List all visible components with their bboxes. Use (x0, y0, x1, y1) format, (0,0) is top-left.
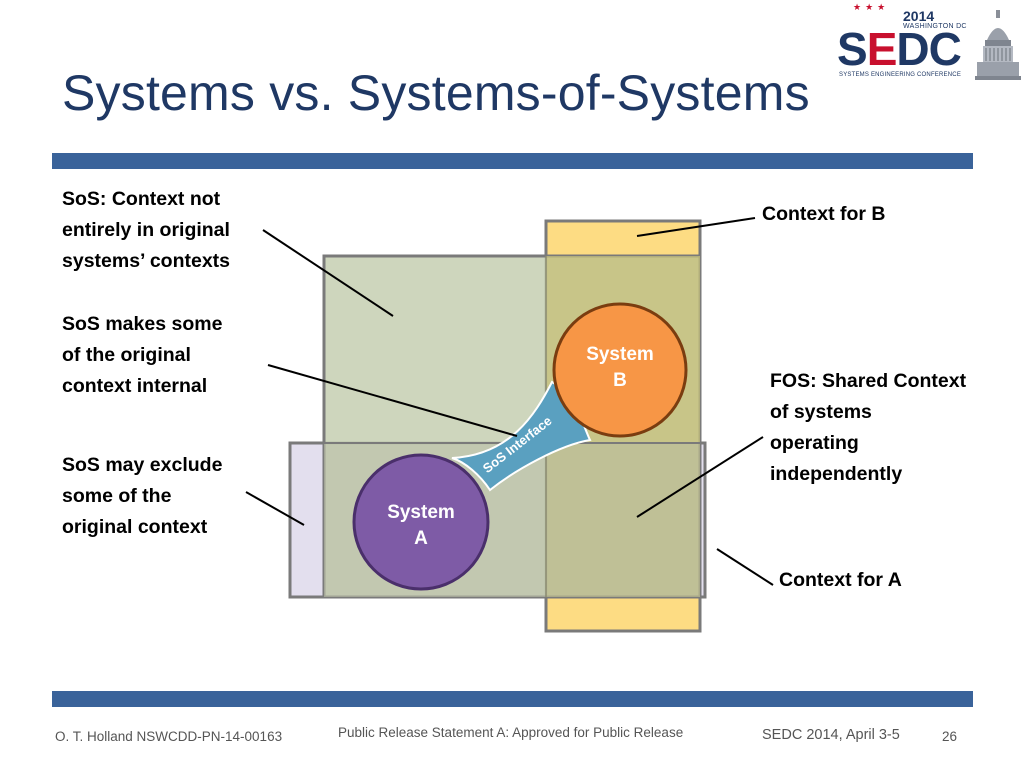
capitol-dome-icon (975, 10, 1021, 80)
logo-city: WASHINGTON DC (903, 23, 967, 30)
system-b-label-1: System (586, 344, 654, 365)
fos-shared-region (546, 443, 700, 597)
system-b-label-2: B (613, 370, 627, 391)
label-context-a: Context for A (779, 569, 902, 591)
sedc-logo: ★★★ 2014 WASHINGTON DC SEDC SYSTEMS ENGI… (833, 2, 1023, 80)
footer-event: SEDC 2014, April 3-5 (762, 727, 900, 743)
system-b-circle (552, 302, 688, 438)
logo-mark: SEDC (837, 23, 962, 75)
leader-sos-exclude (245, 491, 305, 526)
label-sos-internal: SoS makes some of the original context i… (62, 309, 222, 402)
label-sos-context-line: SoS: Context not entirely in original sy… (62, 188, 231, 272)
top-divider (52, 153, 973, 169)
logo-year: 2014 (903, 8, 935, 24)
label-fos: FOS: Shared Context of systems operating… (770, 366, 966, 490)
logo-mark-e: E (866, 23, 898, 75)
label-sos-exclude-line: SoS may exclude some of the original con… (62, 454, 223, 538)
leader-sos-internal (267, 364, 518, 437)
leader-sos-context (262, 229, 394, 317)
sos-interface-shape (451, 380, 592, 492)
page-number: 26 (942, 729, 958, 744)
system-a-label-1: System (387, 502, 455, 523)
footer-release: Public Release Statement A: Approved for… (338, 725, 684, 740)
stars-icon: ★★★ (853, 2, 890, 12)
label-fos-line: FOS: Shared Context of systems operating… (770, 370, 967, 485)
logo-mark-s: S (837, 23, 868, 75)
label-sos-context: SoS: Context not entirely in original sy… (62, 184, 230, 277)
logo-conference: SYSTEMS ENGINEERING CONFERENCE (839, 72, 962, 78)
system-a-label-2: A (414, 528, 428, 549)
bottom-divider (52, 691, 973, 707)
label-sos-internal-line: SoS makes some of the original context i… (62, 313, 223, 397)
system-a-circle (352, 453, 490, 591)
leader-fos (636, 436, 764, 518)
leader-context-a (716, 548, 774, 586)
leader-context-b (636, 217, 756, 237)
footer-author: O. T. Holland NSWCDD-PN-14-00163 (55, 729, 283, 744)
slide-title: Systems vs. Systems-of-Systems (62, 65, 810, 121)
label-context-b: Context for B (762, 203, 886, 225)
label-sos-exclude: SoS may exclude some of the original con… (62, 450, 222, 543)
logo-mark-dc: DC (896, 23, 961, 75)
